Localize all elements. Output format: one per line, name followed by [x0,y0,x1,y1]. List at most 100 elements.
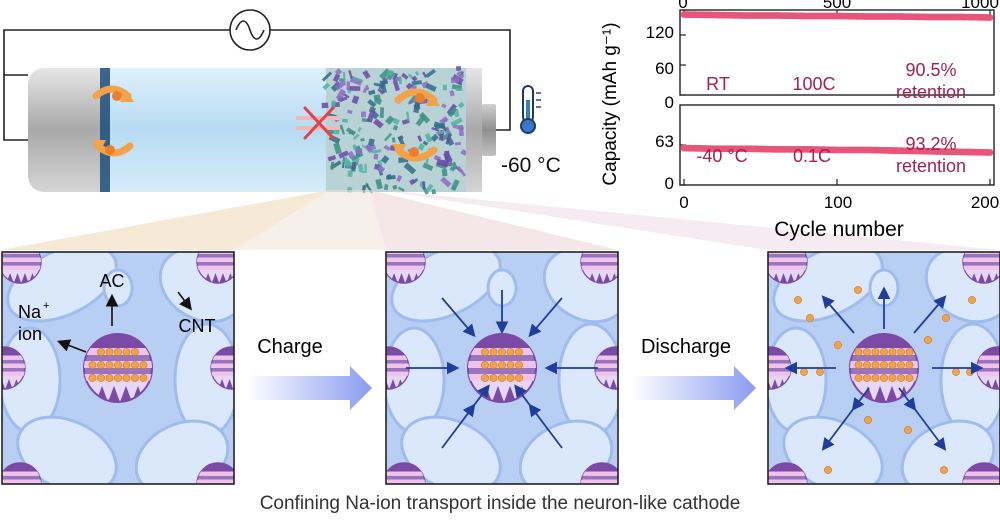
battery-schematic: -60 °C [3,9,561,195]
na-ion [481,361,489,369]
mesh-fibre [379,80,388,84]
mesh-fibre [417,135,423,142]
mesh-fibre [360,111,367,118]
mesh-fibre [331,129,340,135]
mesh-fibre [349,86,361,91]
mesh-fibre [450,117,463,127]
mesh-fibre [405,111,410,121]
na-ion [871,374,880,382]
mesh-fibre [380,155,390,164]
mesh-fibre [371,112,380,120]
y-tick-63: 63 [655,132,674,151]
mesh-fibre [345,160,352,167]
na-ion [515,374,523,382]
cnt-void [400,415,502,484]
mesh-fibre [351,95,360,105]
top-x-tick-500: 500 [823,0,851,12]
mesh-fibre [334,80,347,91]
mesh-fibre [396,174,403,182]
mesh-fibre [330,161,335,170]
na-ion [806,314,814,322]
mesh-fibre [454,141,462,146]
mesh-fibre [383,184,389,191]
mesh-fibre [431,126,440,132]
na-ion [880,348,888,356]
ion-transport-arrow [441,297,476,338]
discharge-arrow-icon [632,366,756,410]
mesh-fibre [338,96,348,103]
x-axis-label: Cycle number [774,218,904,241]
mesh-fibre [391,137,396,143]
panel-discharged [767,251,1000,485]
mesh-fibre [364,144,373,154]
y-axis-label: Capacity (mAh g⁻¹) [600,22,621,185]
circuit-wire-top-right [270,29,511,131]
label-na-superscript: + [43,300,49,312]
mesh-fibre [358,169,365,174]
mesh-fibre [362,87,368,94]
mesh-fibre [457,101,465,109]
mesh-fibre [386,69,394,77]
mesh-fibre [335,88,347,101]
mesh-fibre [441,168,448,177]
na-ion [854,374,863,382]
na-ion [489,348,498,356]
na-ion [897,348,905,356]
mesh-fibre [357,163,364,171]
mesh-fibre [355,147,363,155]
mesh-fibre [450,77,459,84]
na-ion [105,374,114,382]
battery-terminal [482,104,496,156]
mesh-fibre [414,70,420,76]
mesh-fibre [455,88,463,92]
mesh-fibre [434,123,446,130]
na-ion [122,348,131,356]
bottom-x-tick-0: 0 [679,193,688,212]
label-ion: ion [18,324,42,344]
ion-transport-arrow [821,407,855,451]
annotation-rate-bottom: 0.1C [793,146,831,166]
mesh-fibre [384,132,393,142]
na-ion [968,296,976,304]
mesh-fibre [339,124,346,135]
anode-current-collector [100,68,110,192]
na-ion [854,286,862,294]
na-ion [131,361,139,369]
mesh-fibre [351,76,364,83]
mesh-fibre [380,83,387,94]
mesh-fibre [422,181,426,190]
y-tick-0-top: 0 [665,93,674,112]
circuit-wire-top-left [3,29,230,75]
bottom-x-tick-100: 100 [824,193,852,212]
mesh-fibre [422,140,429,146]
mesh-fibre [367,138,375,147]
y-tick-0-bottom: 0 [665,174,674,193]
mesh-fibre [368,89,376,96]
na-ion [794,296,802,304]
na-ion [904,426,912,434]
mesh-fibre [373,94,381,102]
na-ion [105,348,114,356]
mesh-fibre [360,138,365,142]
circuit-wire-left [3,74,28,141]
mesh-fibre [430,133,439,142]
battery-casing-right [466,68,482,192]
ion-transport-arrow [528,297,563,338]
annotation-temp: -40 °C [696,146,747,166]
mesh-fibre [460,149,468,156]
mesh-fibre [411,80,422,86]
na-ion [498,348,506,356]
mesh-fibre [424,158,429,165]
na-ion [871,348,880,356]
mesh-fibre [451,161,458,170]
mesh-fibre [392,125,399,131]
mesh-fibre [373,118,384,129]
na-ion [863,374,871,382]
na-ion [854,348,863,356]
mesh-fibre [383,144,391,152]
mesh-fibre [322,82,331,91]
mesh-fibre [455,66,462,71]
mesh-fibre [417,143,426,151]
na-ion [816,368,824,376]
label-ac: AC [99,271,124,291]
